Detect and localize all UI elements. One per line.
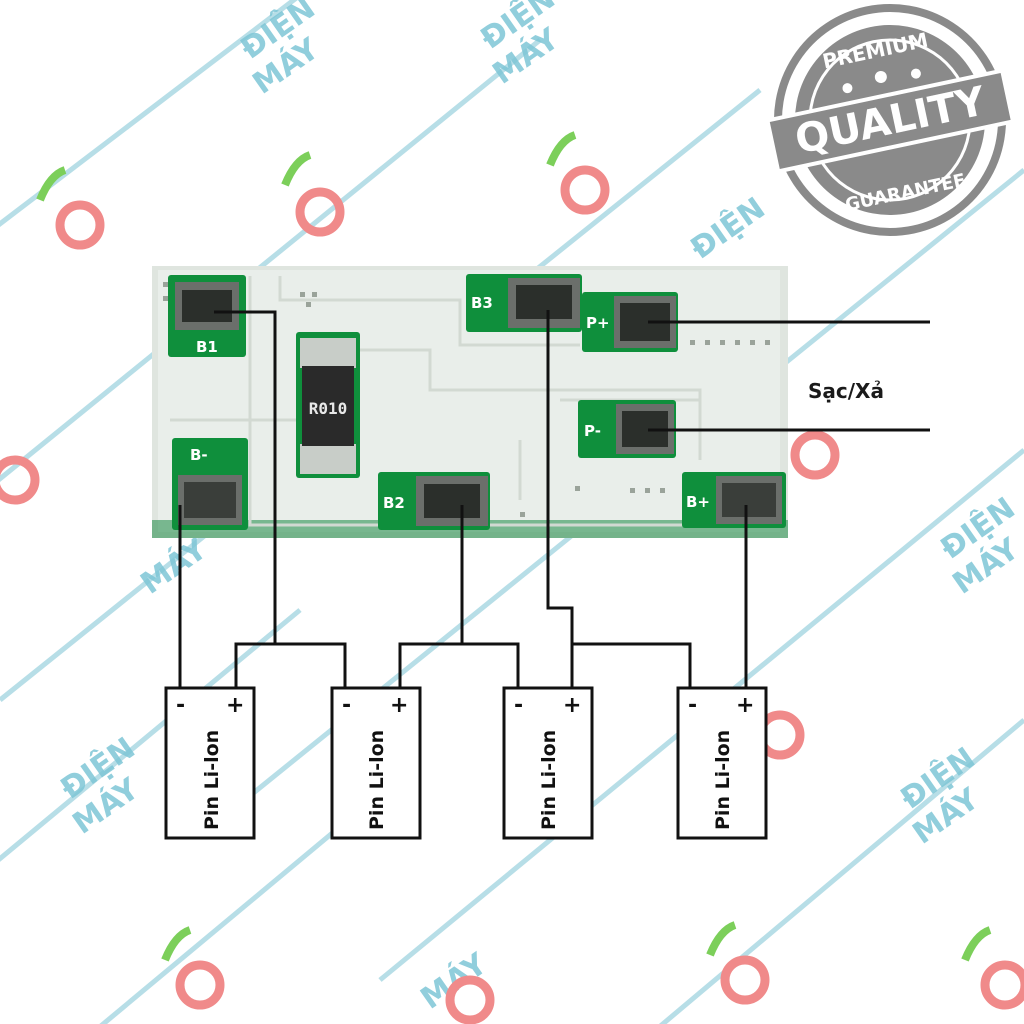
resistor-marking: R010 xyxy=(309,399,348,418)
pcb-traces xyxy=(170,276,780,527)
cell-2-plus: + xyxy=(390,693,408,718)
cell-4-label: Pin Li-lon xyxy=(712,730,734,830)
recycle-icon xyxy=(445,975,495,1024)
pad-b3: B3 xyxy=(466,274,582,332)
wiring xyxy=(178,310,930,690)
recycle-icon xyxy=(560,165,610,215)
shunt-resistor: R010 xyxy=(296,332,360,478)
pad-b2: B2 xyxy=(378,472,490,530)
cell-3-label: Pin Li-lon xyxy=(538,730,560,830)
recycle-icon-group xyxy=(0,165,1024,1024)
recycle-icon xyxy=(790,430,840,480)
pad-b-plus: B+ xyxy=(682,472,786,528)
pad-p-minus-label: P- xyxy=(584,422,601,440)
pcb-vias xyxy=(163,282,770,517)
cell-2-minus: - xyxy=(342,693,351,718)
wire-cell1-cell2 xyxy=(234,642,347,690)
wire-cell2-cell3 xyxy=(398,642,520,690)
recycle-icon xyxy=(55,200,105,250)
cell-3-plus: + xyxy=(563,693,581,718)
pad-b3-label: B3 xyxy=(471,294,493,312)
watermark-text-12: MÁY xyxy=(134,530,215,601)
recycle-icon xyxy=(0,455,40,505)
quality-seal: PREMIUM QUALITY GUARANTEE xyxy=(765,4,1016,236)
pcb-board: B1 B- R010 B2 B3 xyxy=(152,266,788,538)
watermark-text-5: ĐIỆN xyxy=(683,189,771,266)
recycle-icon xyxy=(295,187,345,237)
charge-discharge-label: Sạc/Xả xyxy=(808,379,884,403)
pad-b1-label: B1 xyxy=(196,338,218,356)
leaf-icon xyxy=(706,921,737,957)
wire-b3 xyxy=(546,310,574,690)
pad-b-plus-label: B+ xyxy=(686,493,710,511)
leaf-icon xyxy=(961,926,992,962)
cell-2: - + Pin Li-lon xyxy=(330,686,422,840)
pad-b-minus: B- xyxy=(172,438,248,530)
recycle-icon xyxy=(980,960,1024,1010)
cell-1-plus: + xyxy=(226,693,244,718)
cell-3-body xyxy=(502,686,594,840)
seal-stars xyxy=(842,68,921,94)
cell-2-label: Pin Li-lon xyxy=(366,730,388,830)
star-icon xyxy=(910,68,921,79)
leaf-icon xyxy=(161,926,192,962)
leaf-icon xyxy=(36,166,67,202)
pad-b-minus-label: B- xyxy=(190,446,208,464)
recycle-icon xyxy=(720,955,770,1005)
star-icon xyxy=(874,70,887,83)
pad-p-plus: P+ xyxy=(582,292,678,352)
star-icon xyxy=(842,83,853,94)
cell-4: - + Pin Li-lon xyxy=(676,686,768,840)
cell-2-body xyxy=(330,686,422,840)
cell-1-label: Pin Li-lon xyxy=(201,730,223,830)
cell-4-plus: + xyxy=(736,693,754,718)
recycle-icon xyxy=(175,960,225,1010)
cell-3: - + Pin Li-lon xyxy=(502,686,594,840)
leaf-icon-group xyxy=(36,131,992,962)
cell-3-minus: - xyxy=(514,693,523,718)
cell-1-minus: - xyxy=(176,693,185,718)
wire-cell3-cell4 xyxy=(572,642,692,690)
leaf-icon xyxy=(546,131,577,167)
wire-b1 xyxy=(214,310,277,644)
leaf-icon xyxy=(281,151,312,187)
cell-1: - + Pin Li-lon xyxy=(164,686,256,840)
cell-1-body xyxy=(164,686,256,840)
pad-p-plus-label: P+ xyxy=(586,314,610,332)
pad-b1: B1 xyxy=(168,275,246,357)
cell-4-body xyxy=(676,686,768,840)
pad-b2-label: B2 xyxy=(383,494,405,512)
cell-4-minus: - xyxy=(688,693,697,718)
